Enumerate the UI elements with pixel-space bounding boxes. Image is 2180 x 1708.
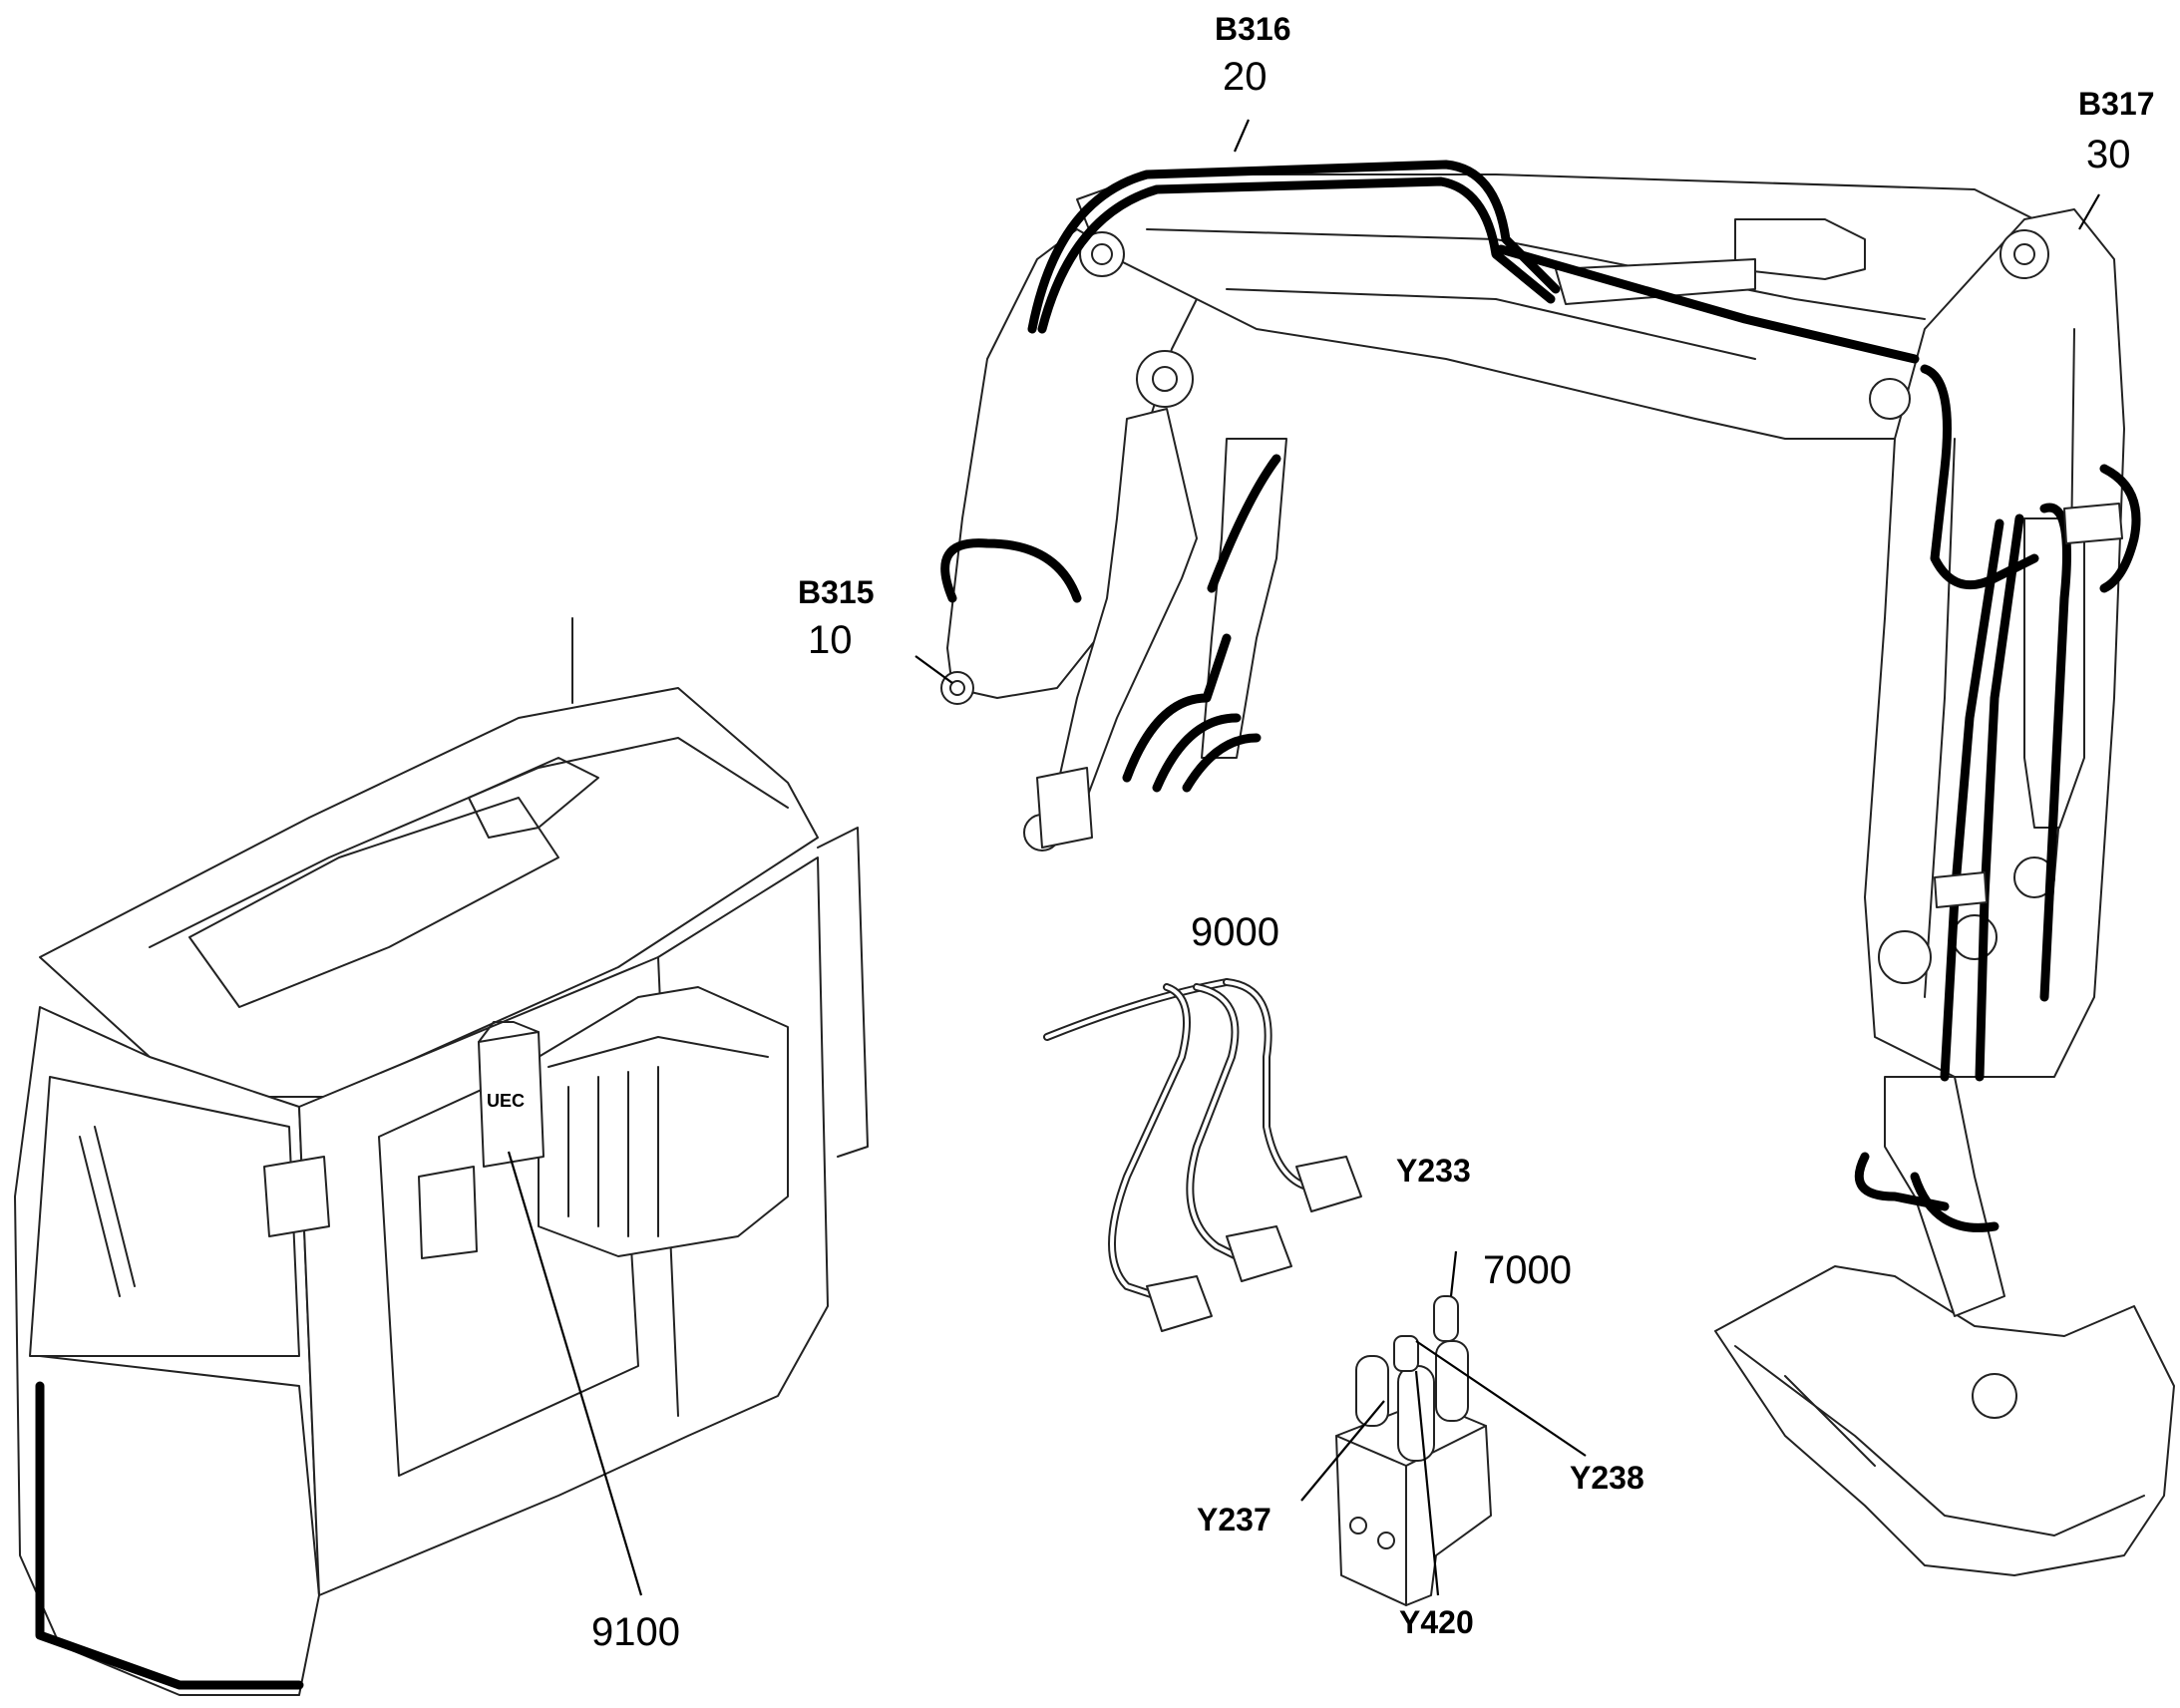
label-valve-number: 7000 xyxy=(1483,1248,1572,1292)
uec-text: UEC xyxy=(487,1091,525,1111)
label-b315-code: B315 xyxy=(798,574,875,610)
label-b316-number: 20 xyxy=(1223,55,1268,99)
label-b317-code: B317 xyxy=(2078,86,2155,122)
solenoid-coil xyxy=(1433,1295,1459,1342)
label-uec-number: 9100 xyxy=(591,1610,680,1654)
label-y238: Y238 xyxy=(1570,1460,1644,1496)
label-harness-number: 9000 xyxy=(1191,910,1279,954)
label-y420: Y420 xyxy=(1399,1604,1474,1640)
label-b315-number: 10 xyxy=(808,618,853,662)
harness-connector xyxy=(1146,1275,1213,1332)
boom-arm-drawing xyxy=(940,160,2175,1576)
operator-cab-drawing: UEC xyxy=(14,617,869,1696)
harness-connector xyxy=(1226,1225,1292,1282)
solenoid-coil xyxy=(1393,1335,1419,1372)
label-b317-number: 30 xyxy=(2086,133,2131,176)
label-y233: Y233 xyxy=(1396,1153,1471,1189)
uec-controller xyxy=(478,1031,545,1168)
leader-lines xyxy=(507,119,2100,1596)
harness-drawing xyxy=(1043,978,1362,1332)
solenoid-coil xyxy=(1355,1355,1389,1427)
solenoid-coil xyxy=(1435,1340,1469,1422)
part-labels: B315 10 B316 20 B317 30 9000 9100 7000 Y… xyxy=(591,11,2155,1654)
harness-connector xyxy=(1295,1156,1362,1212)
label-b316-code: B316 xyxy=(1215,11,1291,47)
valve-block-drawing xyxy=(1335,1295,1492,1606)
label-y237: Y237 xyxy=(1197,1502,1272,1537)
